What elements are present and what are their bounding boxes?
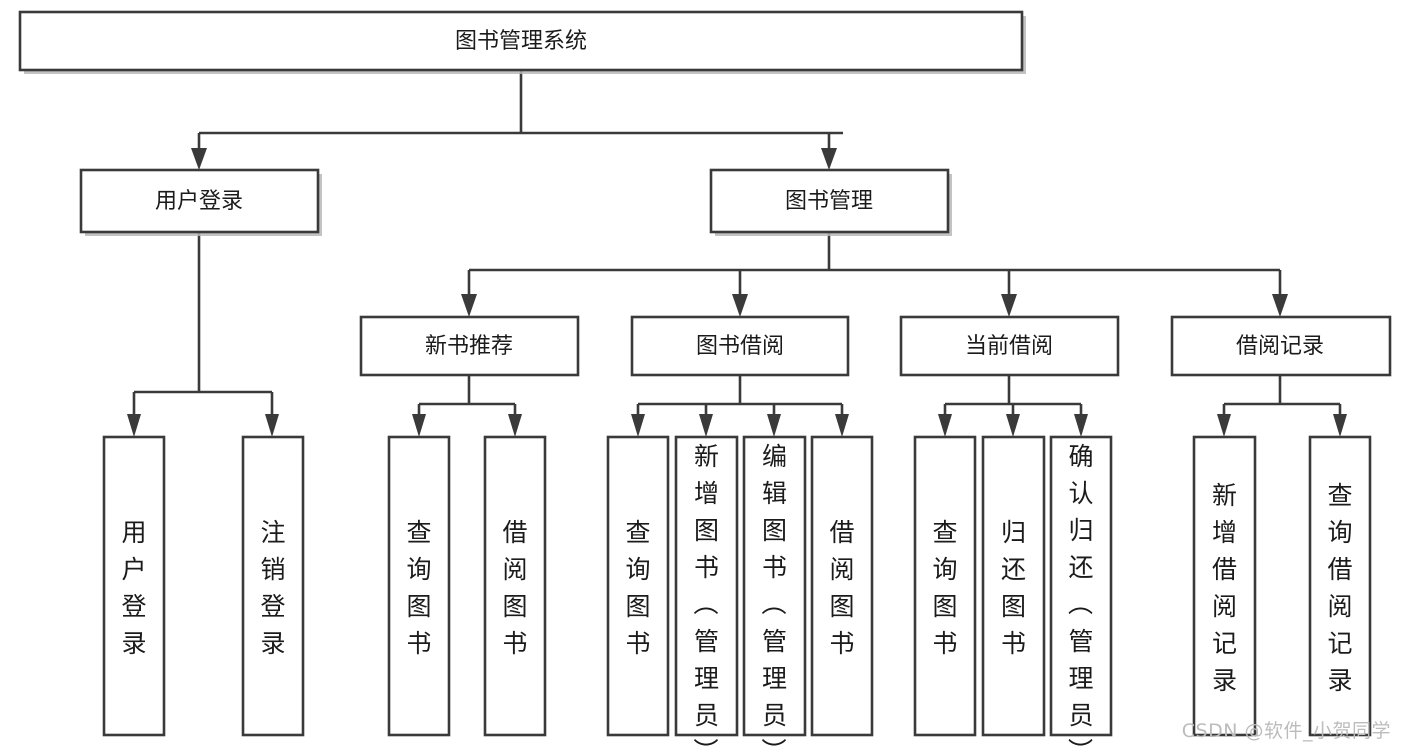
node-root-label: 图书管理系统 [455, 29, 587, 54]
node-current-borrow-label: 当前借阅 [965, 334, 1053, 359]
leaf-borrow-book-rec[interactable]: 借阅图书 [483, 435, 547, 737]
edge-bookborrow-to-leaves [631, 375, 849, 437]
leaf-add-book-label: 新增图书（管理员） [694, 442, 720, 747]
node-current-borrow[interactable]: 当前借阅 [899, 315, 1120, 377]
leaf-query-book-rec-label: 查询图书 [406, 518, 431, 658]
leaf-query-book-current-label: 查询图书 [932, 518, 957, 658]
node-root[interactable]: 图书管理系统 [18, 10, 1026, 74]
leaf-user-login[interactable]: 用户登录 [102, 435, 166, 737]
connector-layer [127, 70, 1347, 437]
edge-userlogin-to-leaves [127, 232, 279, 437]
node-user-login-label: 用户登录 [155, 189, 243, 214]
leaf-query-book-borrow-label: 查询图书 [625, 518, 650, 658]
node-borrow-record-label: 借阅记录 [1236, 334, 1324, 359]
leaf-query-book-rec[interactable]: 查询图书 [387, 435, 451, 737]
leaf-node-layer: 用户登录 注销登录 查询图书 借阅图书 查询图书 新增图书（管理员） 编辑图书（管理员） 借阅… [102, 435, 1372, 747]
edge-borrowrecord-to-leaves [1217, 375, 1347, 437]
leaf-borrow-book[interactable]: 借阅图书 [810, 435, 874, 737]
leaf-return-book[interactable]: 归还图书 [981, 435, 1046, 737]
leaf-edit-book-label: 编辑图书（管理员） [762, 442, 788, 747]
node-book-borrow-label: 图书借阅 [696, 334, 784, 359]
node-user-login[interactable]: 用户登录 [79, 168, 322, 236]
leaf-add-record[interactable]: 新增借阅记录 [1192, 435, 1257, 737]
leaf-borrow-book-label: 借阅图书 [829, 518, 854, 658]
node-book-borrow[interactable]: 图书借阅 [630, 315, 850, 377]
node-book-management[interactable]: 图书管理 [709, 168, 952, 236]
leaf-query-record-label: 查询借阅记录 [1327, 481, 1352, 695]
leaf-confirm-return-label: 确认归还（管理员） [1068, 442, 1094, 747]
leaf-return-book-label: 归还图书 [1001, 518, 1026, 658]
leaf-query-book-current[interactable]: 查询图书 [913, 435, 977, 737]
leaf-borrow-book-rec-label: 借阅图书 [502, 518, 527, 658]
node-new-book-recommend[interactable]: 新书推荐 [359, 315, 580, 377]
leaf-user-login-label: 用户登录 [121, 518, 146, 658]
edge-root-to-level2 [191, 70, 843, 170]
edge-bookmgmt-to-level3 [461, 232, 1288, 317]
leaf-query-book-borrow[interactable]: 查询图书 [606, 435, 670, 737]
leaf-confirm-return[interactable]: 确认归还（管理员） [1049, 435, 1113, 747]
node-borrow-record[interactable]: 借阅记录 [1170, 315, 1392, 377]
leaf-query-record[interactable]: 查询借阅记录 [1308, 435, 1372, 737]
node-new-book-recommend-label: 新书推荐 [425, 334, 513, 359]
leaf-logout[interactable]: 注销登录 [241, 435, 305, 737]
edge-newbook-to-leaves [412, 375, 522, 437]
leaf-add-record-label: 新增借阅记录 [1212, 481, 1237, 695]
leaf-add-book[interactable]: 新增图书（管理员） [674, 435, 739, 747]
node-book-management-label: 图书管理 [785, 189, 873, 214]
edge-currentborrow-to-leaves [938, 375, 1088, 437]
leaf-edit-book[interactable]: 编辑图书（管理员） [742, 435, 807, 747]
leaf-logout-label: 注销登录 [260, 518, 285, 658]
